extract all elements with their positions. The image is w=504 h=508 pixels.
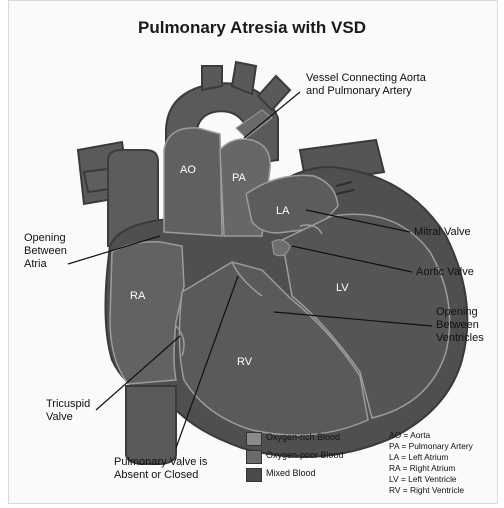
legend-label: Mixed Blood xyxy=(266,468,316,478)
label-ao: AO xyxy=(180,164,196,176)
arch-branch-1 xyxy=(202,66,222,90)
callout-pulmonary-valve: Pulmonary Valve is Absent or Closed xyxy=(114,456,207,482)
callout-opening-atria: Opening Between Atria xyxy=(24,232,67,271)
label-la: LA xyxy=(276,205,289,217)
legend-swatch xyxy=(246,432,262,446)
legend-label: Oxygen-poor Blood xyxy=(266,450,344,460)
legend-label: Oxygen-rich Blood xyxy=(266,432,340,442)
ascending-aorta xyxy=(164,128,222,236)
label-lv: LV xyxy=(336,282,349,294)
callout-aortic-valve: Aortic Valve xyxy=(416,266,474,279)
callout-tricuspid-valve: Tricuspid Valve xyxy=(46,398,90,424)
abbreviation-lv: LV = Left Ventricle xyxy=(389,474,457,484)
label-rv: RV xyxy=(237,356,252,368)
label-ra: RA xyxy=(130,290,145,302)
abbreviation-pa: PA = Pulmonary Artery xyxy=(389,441,473,451)
abbreviation-ra: RA = Right Atrium xyxy=(389,463,455,473)
callout-vessel-connecting: Vessel Connecting Aorta and Pulmonary Ar… xyxy=(306,72,426,98)
abbreviation-rv: RV = Right Ventricle xyxy=(389,485,464,495)
callout-opening-ventricles: Opening Between Ventricles xyxy=(436,306,484,345)
abbreviation-la: LA = Left Atrium xyxy=(389,452,448,462)
right-atrium-chamber xyxy=(110,242,184,384)
label-pa: PA xyxy=(232,172,246,184)
inferior-vena-cava xyxy=(126,386,176,464)
legend-swatch xyxy=(246,468,262,482)
legend-swatch xyxy=(246,450,262,464)
callout-mitral-valve: Mitral Valve xyxy=(414,226,471,239)
abbreviation-ao: AO = Aorta xyxy=(389,430,430,440)
